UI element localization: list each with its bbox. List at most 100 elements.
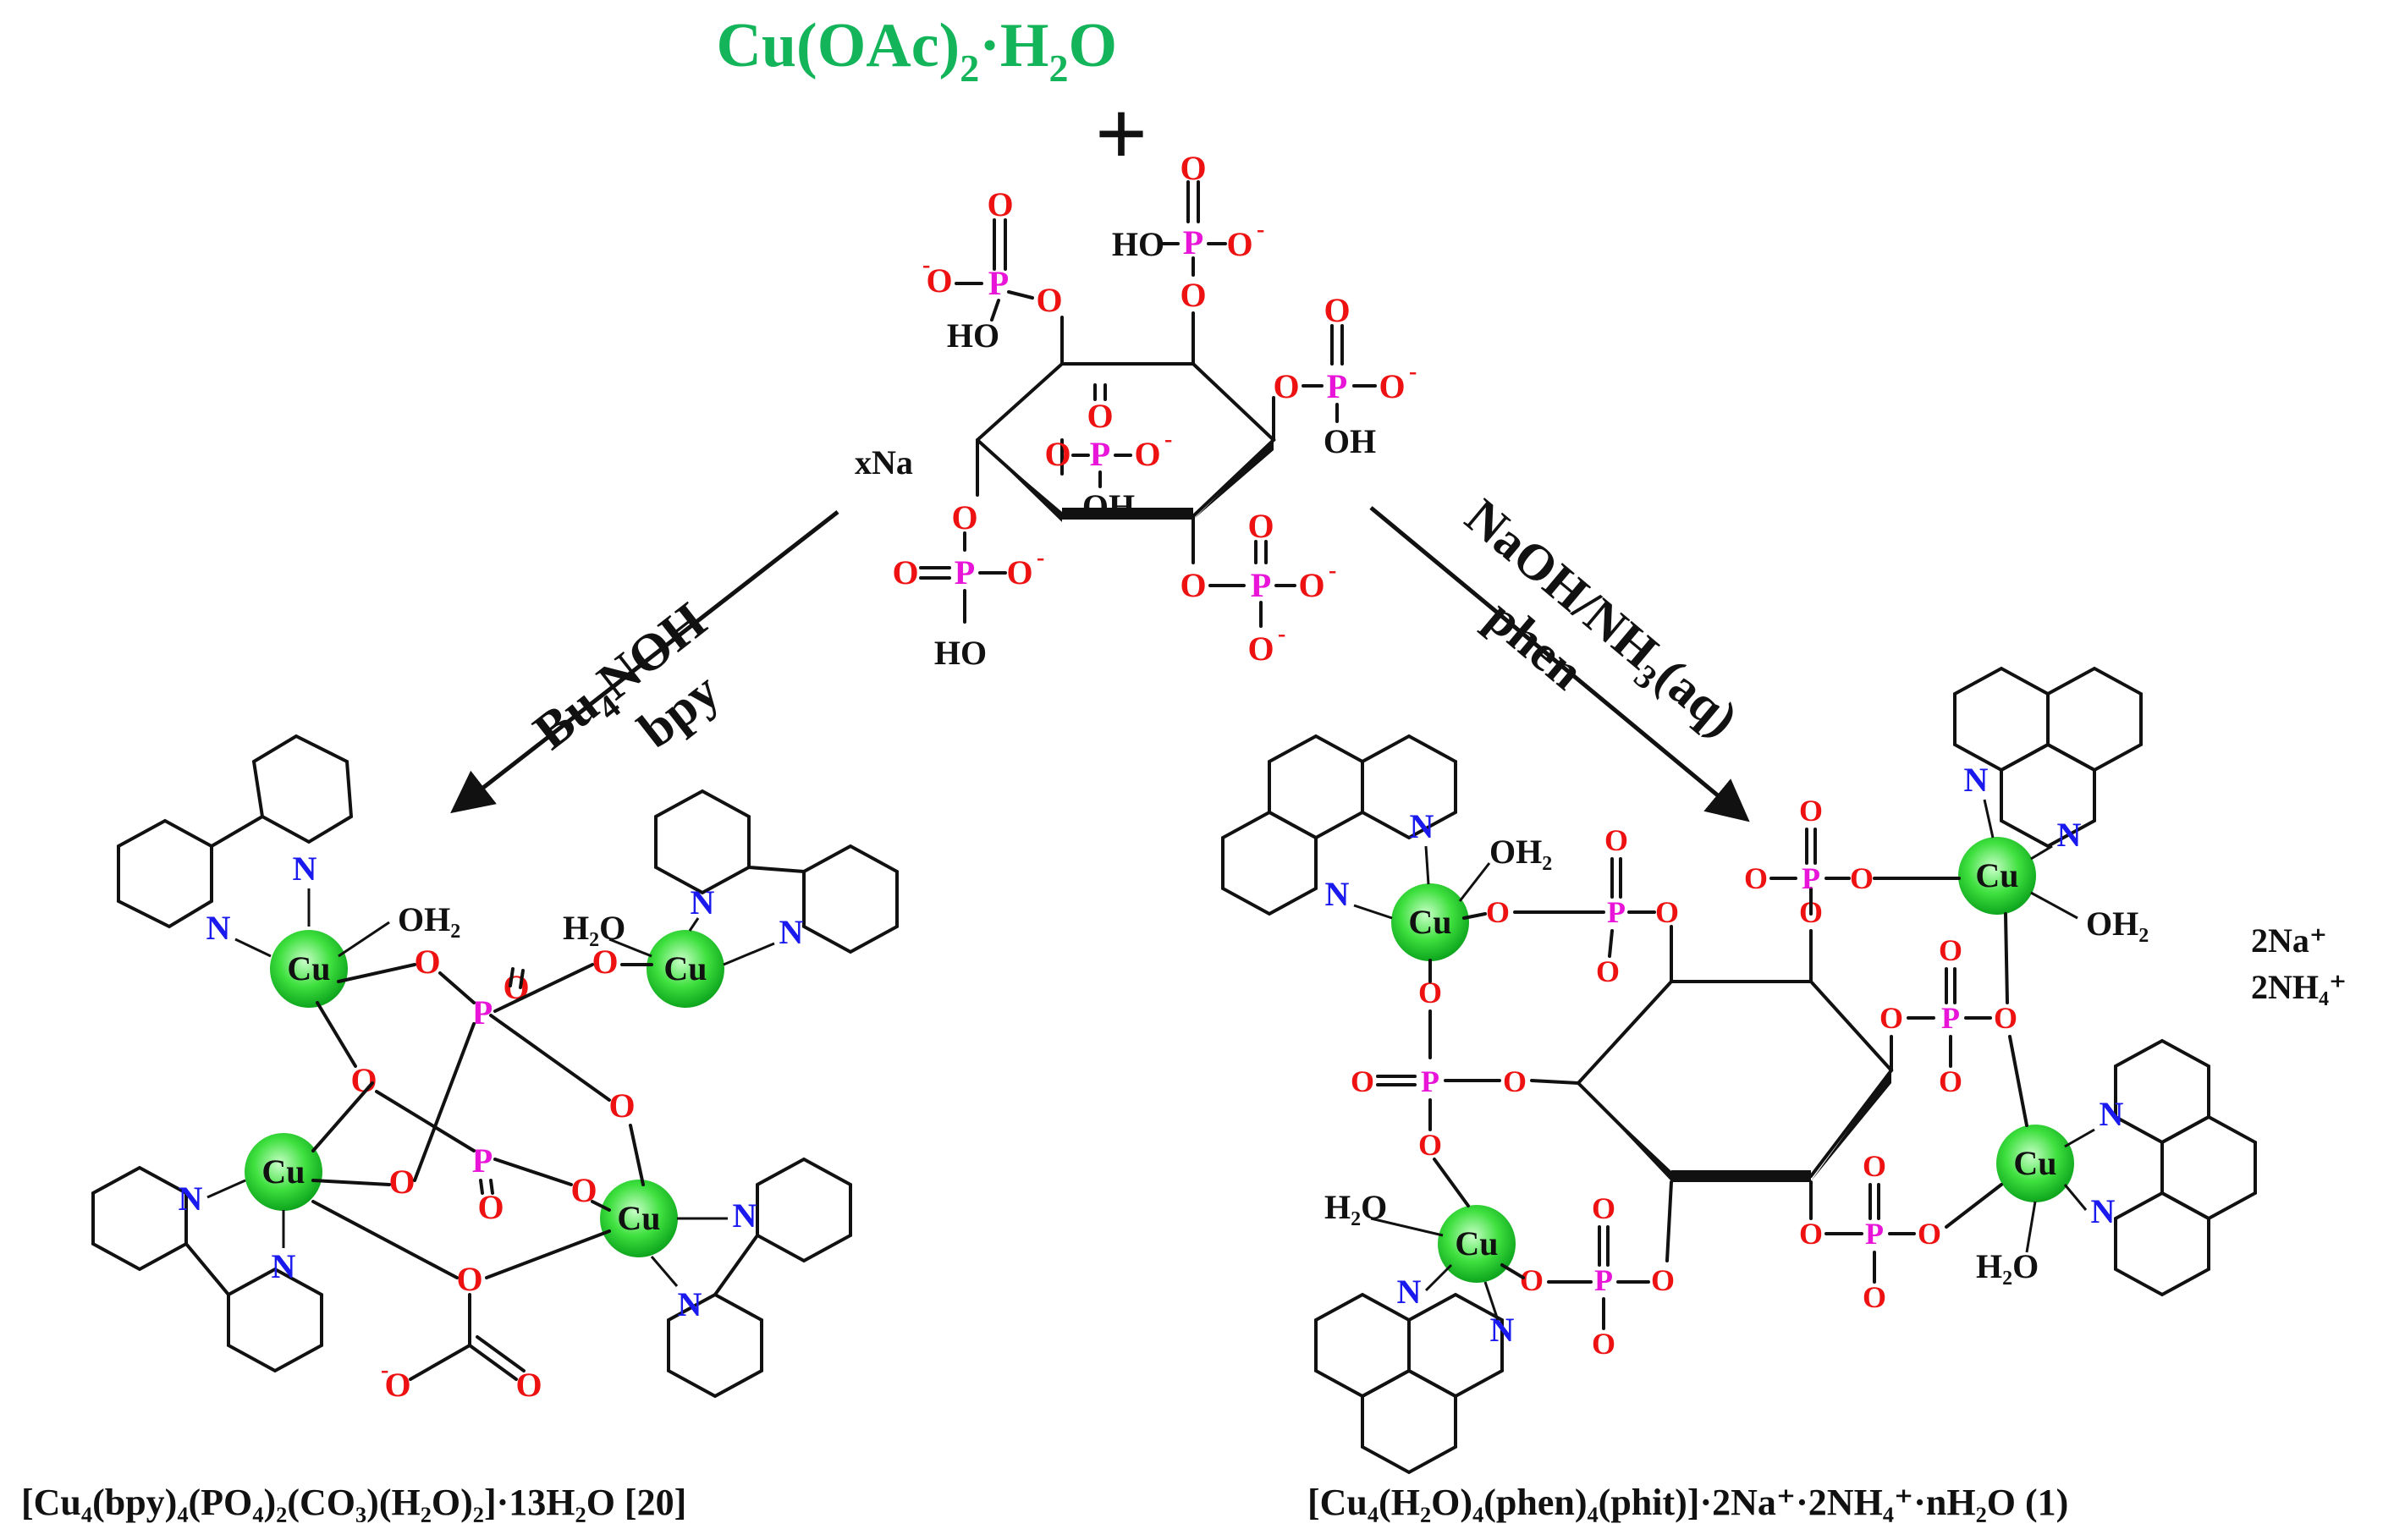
svg-text:O: O xyxy=(1799,1217,1823,1251)
svg-text:N: N xyxy=(206,909,231,947)
svg-text:O: O xyxy=(608,1086,635,1125)
right-product-formula: [Cu₄(H₂O)₄(phen)₄(phit)]·2Na⁺·2NH₄⁺·nH₂O… xyxy=(1307,1482,2068,1523)
svg-text:-: - xyxy=(1329,558,1336,584)
svg-text:O: O xyxy=(1180,276,1206,314)
svg-text:O: O xyxy=(1596,954,1620,988)
cu-sphere xyxy=(600,1180,678,1257)
svg-text:O: O xyxy=(1994,1001,2017,1035)
svg-text:O: O xyxy=(1939,1064,1962,1098)
svg-text:N: N xyxy=(293,850,317,888)
svg-text:O: O xyxy=(1087,397,1113,435)
svg-text:OH₂: OH₂ xyxy=(2086,905,2149,943)
svg-text:-: - xyxy=(1257,217,1264,243)
svg-text:-: - xyxy=(1037,545,1044,571)
svg-text:O: O xyxy=(1863,1280,1886,1314)
svg-text:Cu: Cu xyxy=(2013,1144,2056,1182)
svg-text:Cu(OAc)2·H2O: Cu(OAc)2·H2O xyxy=(716,11,1117,90)
central-inositol-ring xyxy=(1577,980,1894,1178)
svg-text:-: - xyxy=(1409,359,1417,385)
svg-text:-: - xyxy=(922,252,930,278)
svg-text:O: O xyxy=(1324,291,1350,329)
svg-text:N: N xyxy=(1325,875,1350,913)
svg-text:O: O xyxy=(1180,566,1206,604)
svg-text:HO: HO xyxy=(947,316,999,355)
svg-text:N: N xyxy=(272,1247,296,1285)
svg-text:O: O xyxy=(1655,895,1679,929)
svg-text:O: O xyxy=(515,1366,542,1404)
svg-text:O: O xyxy=(1226,225,1252,263)
svg-text:N: N xyxy=(1964,761,1989,799)
svg-text:N: N xyxy=(2057,816,2082,854)
svg-text:O: O xyxy=(1379,367,1405,405)
svg-text:O: O xyxy=(1180,149,1206,187)
svg-text:O: O xyxy=(1036,281,1062,319)
cu-sphere xyxy=(1958,837,2036,915)
left-product-structure: Cu Cu Cu Cu N N OH₂ N N H₂O N N xyxy=(91,734,899,1404)
svg-text:OH: OH xyxy=(1082,487,1135,525)
svg-text:O: O xyxy=(1744,861,1768,895)
svg-text:O: O xyxy=(384,1366,410,1404)
left-reaction-arrow xyxy=(450,510,839,814)
svg-text:O: O xyxy=(1418,1128,1442,1162)
svg-text:O: O xyxy=(1651,1263,1675,1297)
svg-text:O: O xyxy=(1486,895,1510,929)
svg-text:O: O xyxy=(1604,823,1628,857)
cu-sphere xyxy=(647,930,724,1008)
svg-text:P: P xyxy=(1865,1217,1884,1251)
cu-sphere xyxy=(270,930,348,1008)
svg-text:OH₂: OH₂ xyxy=(398,900,460,938)
counter-ion-nh4: 2NH₄⁺ xyxy=(2251,968,2347,1006)
svg-text:Cu: Cu xyxy=(663,949,707,987)
svg-text:P: P xyxy=(1607,895,1626,929)
right-reaction-arrow xyxy=(1369,506,1750,822)
svg-text:H₂O: H₂O xyxy=(1976,1247,2039,1285)
svg-text:N: N xyxy=(1410,807,1434,845)
plus-sign: + xyxy=(1095,82,1148,185)
svg-text:P: P xyxy=(1090,435,1110,473)
left-product-formula: [Cu₄(bpy)₄(PO₄)₂(CO₃)(H₂O)₂]·13H₂O [20] xyxy=(21,1482,686,1523)
svg-text:N: N xyxy=(2091,1192,2116,1230)
svg-text:N: N xyxy=(678,1285,702,1323)
phytate-molecule: O P O O - HO O P O HO O - O P O O - OH O xyxy=(855,149,1417,672)
counter-ion-na: 2Na⁺ xyxy=(2251,921,2327,960)
cu-sphere xyxy=(1391,883,1469,961)
svg-text:O: O xyxy=(388,1163,415,1201)
ring-bold-edge xyxy=(1062,508,1193,520)
svg-text:O: O xyxy=(1520,1263,1544,1297)
svg-text:O: O xyxy=(1863,1149,1886,1183)
svg-text:N: N xyxy=(2100,1095,2124,1133)
svg-text:O: O xyxy=(1918,1217,1941,1251)
svg-text:O: O xyxy=(1006,553,1032,591)
svg-text:O: O xyxy=(1592,1191,1615,1225)
svg-text:Cu: Cu xyxy=(261,1152,305,1191)
svg-text:N: N xyxy=(691,883,715,921)
svg-text:Cu: Cu xyxy=(1455,1224,1498,1262)
svg-text:O: O xyxy=(1351,1064,1374,1098)
svg-text:O: O xyxy=(414,943,440,981)
cu-sphere xyxy=(1996,1125,2074,1202)
svg-text:N: N xyxy=(1397,1273,1422,1311)
svg-text:O: O xyxy=(592,943,618,981)
svg-text:P: P xyxy=(1802,861,1820,895)
svg-text:HO: HO xyxy=(1112,225,1164,263)
svg-text:Cu: Cu xyxy=(287,949,330,987)
svg-text:P: P xyxy=(1941,1001,1960,1035)
svg-text:HO: HO xyxy=(934,634,987,672)
ring-wedge xyxy=(977,440,1062,522)
svg-text:N: N xyxy=(779,913,804,951)
svg-text:O: O xyxy=(892,553,918,591)
left-conditions: Bu4NOH bpy xyxy=(523,591,729,761)
svg-text:O: O xyxy=(1592,1327,1615,1361)
copper-acetate-formula: Cu(OAc)2·H2O xyxy=(716,11,1117,90)
svg-text:-: - xyxy=(1278,621,1285,647)
right-conditions: NaOH/NH3(aq) phen xyxy=(1456,488,1748,747)
svg-text:-: - xyxy=(1164,426,1172,453)
svg-text:O: O xyxy=(987,185,1013,223)
svg-text:P: P xyxy=(1594,1263,1613,1297)
counter-ion-xna: xNa xyxy=(855,443,913,481)
svg-text:-: - xyxy=(381,1357,388,1383)
svg-text:O: O xyxy=(1503,1064,1527,1098)
svg-text:Cu: Cu xyxy=(617,1199,660,1237)
svg-text:O: O xyxy=(1850,861,1874,895)
cu-sphere xyxy=(245,1133,322,1211)
